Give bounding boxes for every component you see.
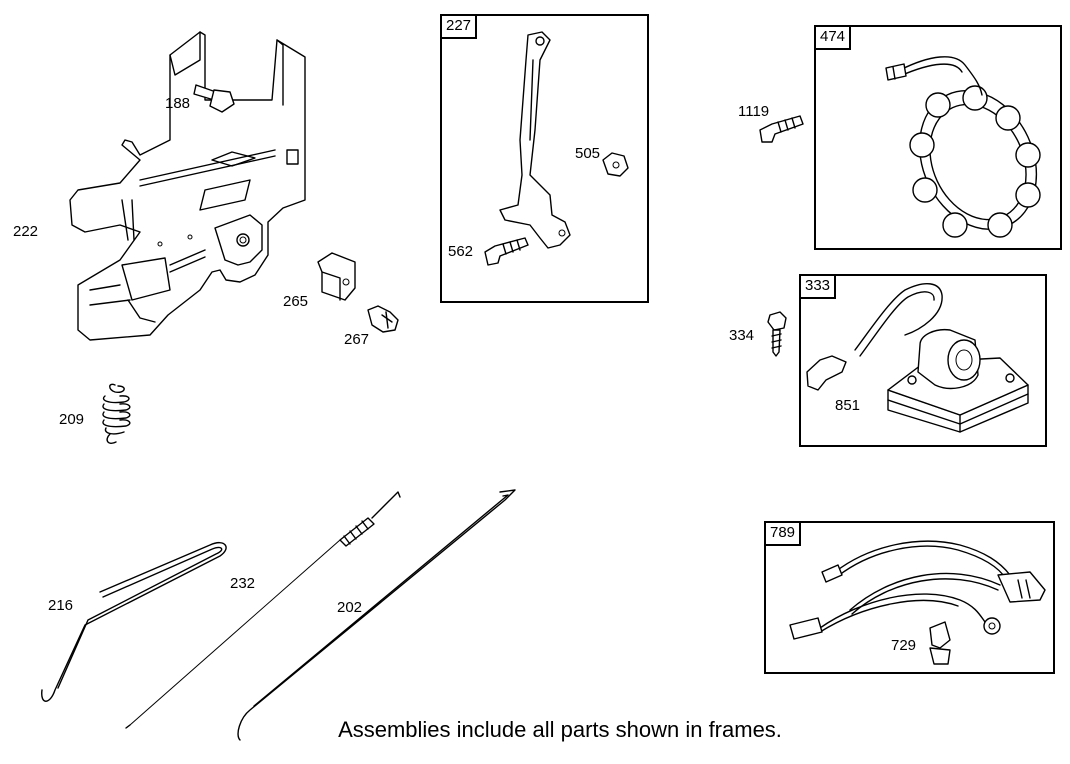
part-label-729: 729 (891, 637, 917, 654)
clip-265-drawing (317, 252, 356, 301)
frame-tag-789: 789 (764, 521, 802, 546)
wiring-harness-789-drawing (789, 540, 1046, 665)
diagram-caption: Assemblies include all parts shown in fr… (338, 717, 782, 742)
control-bracket-drawing (69, 31, 306, 341)
part-label-232: 232 (230, 575, 256, 592)
rod-202-drawing (237, 489, 516, 741)
bolt-1119-drawing (759, 115, 804, 143)
bolt-334-drawing (767, 311, 787, 357)
part-label-188: 188 (165, 95, 191, 112)
part-label-505: 505 (575, 145, 601, 162)
part-label-202: 202 (337, 599, 363, 616)
frame-789: 789 (764, 521, 1055, 674)
part-label-216: 216 (48, 597, 74, 614)
screw-562-drawing (484, 237, 529, 266)
bolt-188-drawing (193, 84, 235, 113)
cable-232-drawing (125, 491, 401, 729)
lever-227-drawing (499, 31, 571, 249)
rod-216-drawing (41, 541, 227, 702)
screw-267-drawing (367, 305, 399, 333)
part-label-851: 851 (835, 397, 861, 414)
frame-tag-474: 474 (814, 25, 852, 50)
nut-505-drawing (602, 152, 629, 177)
part-label-1119: 1119 (738, 103, 770, 120)
spring-209-drawing (102, 383, 131, 444)
frame-tag-227: 227 (440, 14, 478, 39)
part-label-222: 222 (13, 223, 39, 240)
frame-333: 333 (799, 274, 1047, 447)
frame-227: 227 (440, 14, 649, 303)
part-label-265: 265 (283, 293, 309, 310)
frame-474: 474 (814, 25, 1062, 250)
ignition-coil-333-drawing (806, 283, 1029, 433)
part-label-334: 334 (729, 327, 755, 344)
part-label-267: 267 (344, 331, 370, 348)
part-label-209: 209 (59, 411, 85, 428)
frame-tag-333: 333 (799, 274, 837, 299)
alternator-474-drawing (885, 56, 1041, 238)
part-label-562: 562 (448, 243, 474, 260)
